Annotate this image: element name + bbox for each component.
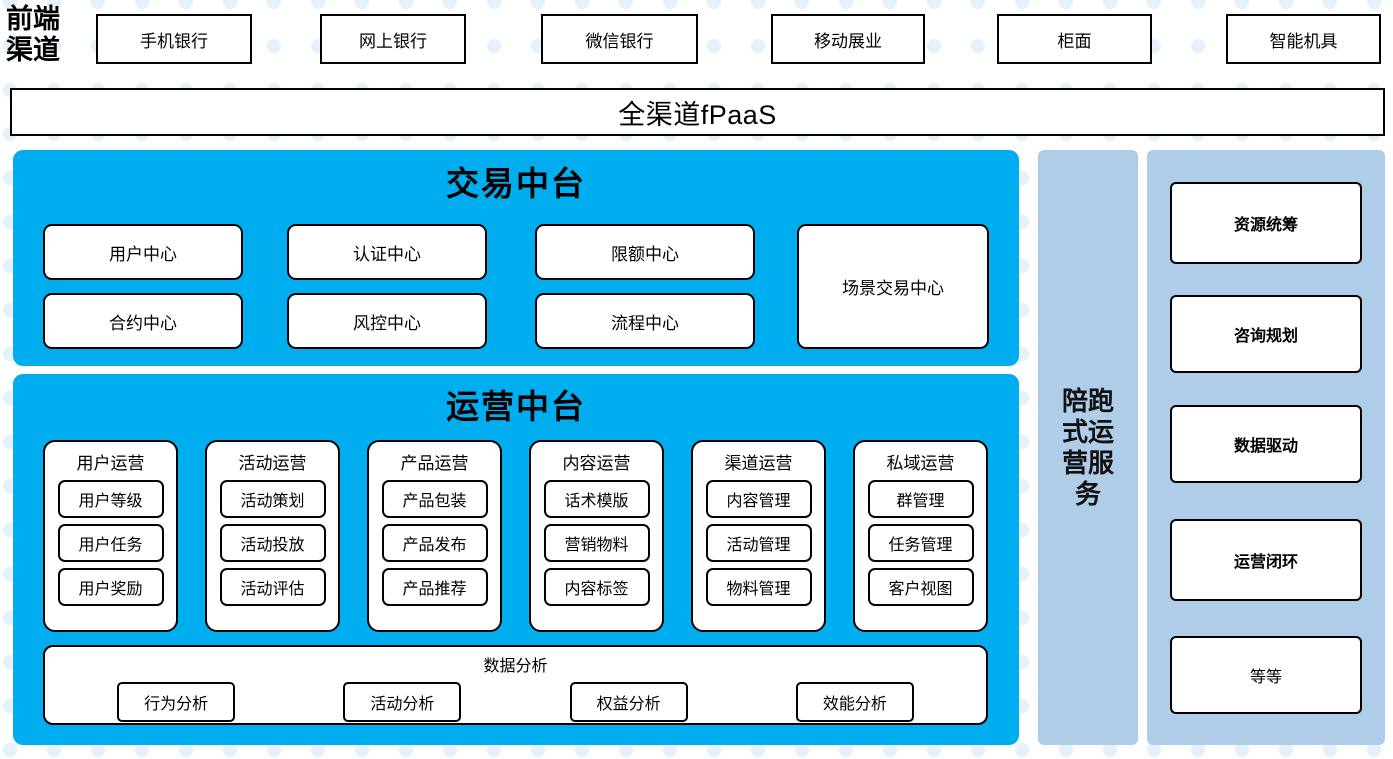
operation-item[interactable]: 活动策划 (219, 480, 326, 518)
front-channel-label-line1: 前端 (6, 4, 60, 34)
channel-item-internet-bank[interactable]: 网上银行 (320, 14, 466, 64)
data-analysis-panel: 数据分析 行为分析 活动分析 权益分析 效能分析 (43, 645, 988, 725)
channel-item-counter[interactable]: 柜面 (997, 14, 1152, 64)
operation-item[interactable]: 产品发布 (381, 524, 488, 562)
data-analysis-item-benefit[interactable]: 权益分析 (569, 682, 688, 722)
operation-column-title: 用户运营 (76, 454, 145, 473)
accompany-service-panel: 陪跑式运营服务 (1038, 150, 1138, 745)
operation-column-content: 内容运营 话术模版 营销物料 内容标签 (529, 440, 664, 632)
operation-column-title: 内容运营 (562, 454, 631, 473)
channel-item-wechat-bank[interactable]: 微信银行 (541, 14, 698, 64)
operation-item[interactable]: 产品推荐 (381, 568, 488, 606)
operation-column-title: 活动运营 (238, 454, 307, 473)
data-analysis-item-behavior[interactable]: 行为分析 (117, 682, 236, 722)
transaction-box-auth-center[interactable]: 认证中心 (287, 224, 487, 280)
operation-column-user: 用户运营 用户等级 用户任务 用户奖励 (43, 440, 178, 632)
operation-item[interactable]: 内容标签 (543, 568, 650, 606)
operation-item[interactable]: 活动评估 (219, 568, 326, 606)
channel-item-mobile-bank[interactable]: 手机银行 (96, 14, 252, 64)
channel-item-mobile-business[interactable]: 移动展业 (771, 14, 925, 64)
service-box-data-driven[interactable]: 数据驱动 (1170, 405, 1362, 483)
operation-item[interactable]: 营销物料 (543, 524, 650, 562)
service-box-consulting-planning[interactable]: 咨询规划 (1170, 295, 1362, 373)
operation-item[interactable]: 物料管理 (705, 568, 812, 606)
operation-item[interactable]: 话术模版 (543, 480, 650, 518)
operation-column-title: 渠道运营 (724, 454, 793, 473)
operation-item[interactable]: 用户奖励 (57, 568, 164, 606)
operation-item[interactable]: 活动管理 (705, 524, 812, 562)
transaction-box-user-center[interactable]: 用户中心 (43, 224, 243, 280)
data-analysis-item-activity[interactable]: 活动分析 (343, 682, 462, 722)
operation-column-product: 产品运营 产品包装 产品发布 产品推荐 (367, 440, 502, 632)
operation-item[interactable]: 用户任务 (57, 524, 164, 562)
operation-center-title: 运营中台 (446, 388, 586, 425)
operation-item[interactable]: 任务管理 (867, 524, 974, 562)
operation-column-title: 产品运营 (400, 454, 469, 473)
data-analysis-item-efficiency[interactable]: 效能分析 (795, 682, 914, 722)
transaction-box-risk-center[interactable]: 风控中心 (287, 293, 487, 349)
fpaas-bar[interactable]: 全渠道fPaaS (10, 88, 1385, 136)
front-channel-label: 前端 渠道 (6, 4, 84, 66)
operation-item[interactable]: 活动投放 (219, 524, 326, 562)
channel-item-smart-machine[interactable]: 智能机具 (1226, 14, 1381, 64)
service-box-operation-loop[interactable]: 运营闭环 (1170, 519, 1362, 601)
transaction-box-limit-center[interactable]: 限额中心 (535, 224, 755, 280)
operation-column-title: 私域运营 (886, 454, 955, 473)
operation-column-activity: 活动运营 活动策划 活动投放 活动评估 (205, 440, 340, 632)
accompany-service-label: 陪跑式运营服务 (1061, 385, 1114, 509)
transaction-center-title: 交易中台 (446, 165, 586, 202)
operation-item[interactable]: 内容管理 (705, 480, 812, 518)
front-channel-label-line2: 渠道 (6, 35, 60, 65)
data-analysis-title: 数据分析 (483, 658, 548, 675)
operation-item[interactable]: 客户视图 (867, 568, 974, 606)
service-box-etc[interactable]: 等等 (1170, 636, 1362, 714)
transaction-box-process-center[interactable]: 流程中心 (535, 293, 755, 349)
service-box-resource-coordination[interactable]: 资源统筹 (1170, 182, 1362, 264)
data-analysis-row: 行为分析 活动分析 权益分析 效能分析 (45, 682, 986, 722)
transaction-box-contract-center[interactable]: 合约中心 (43, 293, 243, 349)
operation-column-private-domain: 私域运营 群管理 任务管理 客户视图 (853, 440, 988, 632)
operation-item[interactable]: 群管理 (867, 480, 974, 518)
operation-column-channel: 渠道运营 内容管理 活动管理 物料管理 (691, 440, 826, 632)
operation-item[interactable]: 产品包装 (381, 480, 488, 518)
transaction-box-scene-trade-center[interactable]: 场景交易中心 (797, 224, 989, 349)
operation-item[interactable]: 用户等级 (57, 480, 164, 518)
